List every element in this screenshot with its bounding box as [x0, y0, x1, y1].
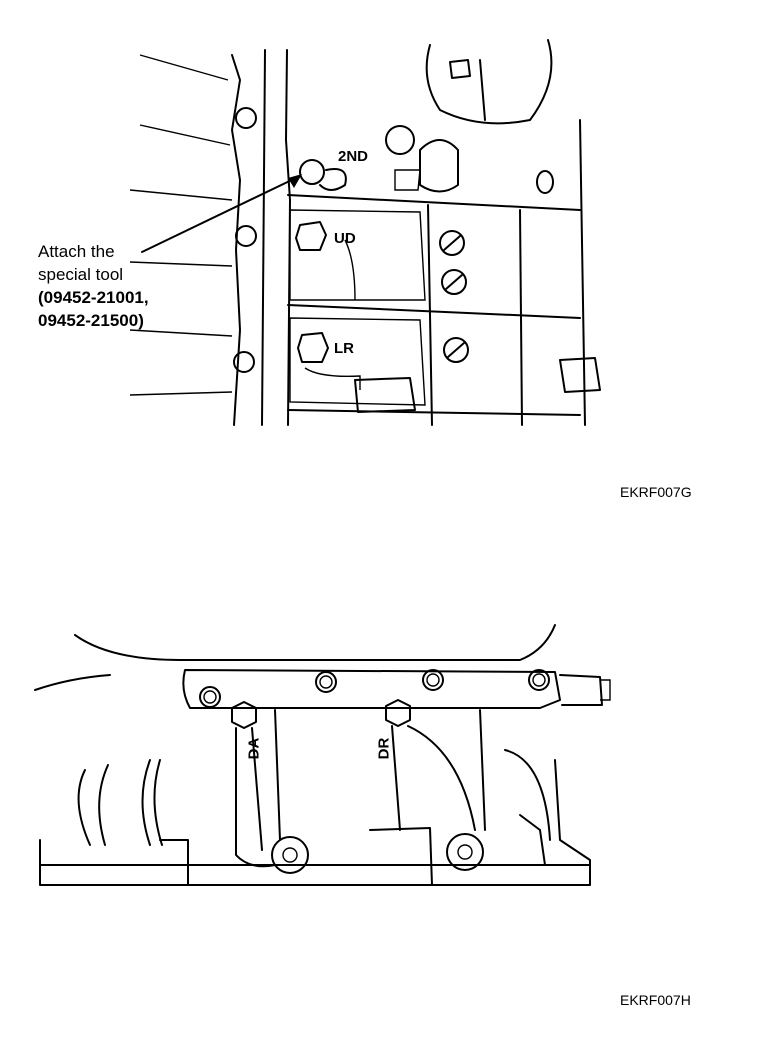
label-da-port: DA	[245, 737, 263, 760]
figure-code-1: EKRF007G	[620, 484, 692, 500]
case-side-drawing	[34, 624, 611, 886]
callout-line-3: (09452-21001,	[38, 288, 149, 307]
figure-valve-body-ports: 2ND UD LR Attach the special tool (09452…	[0, 0, 768, 520]
figure-case-side-ports: DA DR EKRF007H	[0, 600, 768, 1050]
valve-body-drawing	[129, 39, 601, 426]
callout-line-1: Attach the	[38, 242, 115, 261]
label-lr-port: LR	[334, 340, 354, 357]
callout-line-4: 09452-21500)	[38, 311, 144, 330]
label-dr-port: DR	[375, 737, 393, 760]
special-tool-callout: Attach the special tool (09452-21001, 09…	[38, 240, 149, 332]
callout-line-2: special tool	[38, 265, 124, 284]
figure-code-2: EKRF007H	[620, 992, 691, 1008]
label-2nd-port: 2ND	[338, 148, 369, 165]
label-ud-port: UD	[334, 230, 356, 247]
